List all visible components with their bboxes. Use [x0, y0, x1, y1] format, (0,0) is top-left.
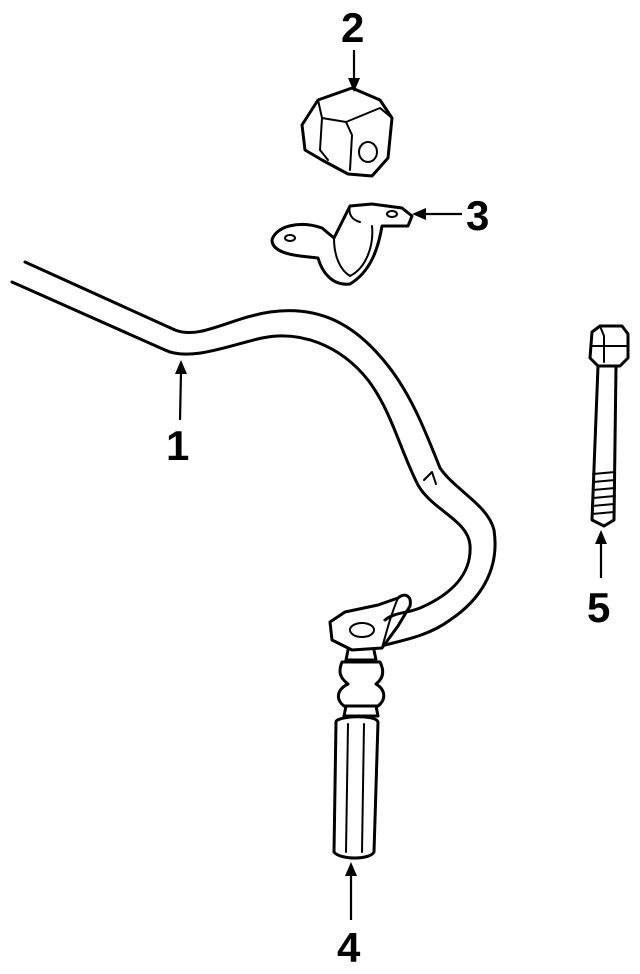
callout-5-leader — [595, 530, 607, 578]
callout-1-label: 1 — [166, 422, 189, 469]
callout-2-label: 2 — [341, 4, 364, 51]
callout-5-label: 5 — [587, 584, 610, 631]
callout-2-leader — [348, 50, 360, 92]
bushing — [300, 86, 394, 178]
stabilizer-link — [332, 648, 386, 860]
bolt — [588, 324, 630, 528]
callout-4-label: 4 — [337, 924, 361, 971]
callout-3-leader — [412, 208, 462, 220]
bracket — [270, 202, 414, 286]
callout-3-label: 3 — [466, 192, 489, 239]
stabilizer-bar — [10, 260, 497, 652]
callout-1-leader — [175, 360, 187, 421]
callout-4-leader — [345, 862, 357, 920]
